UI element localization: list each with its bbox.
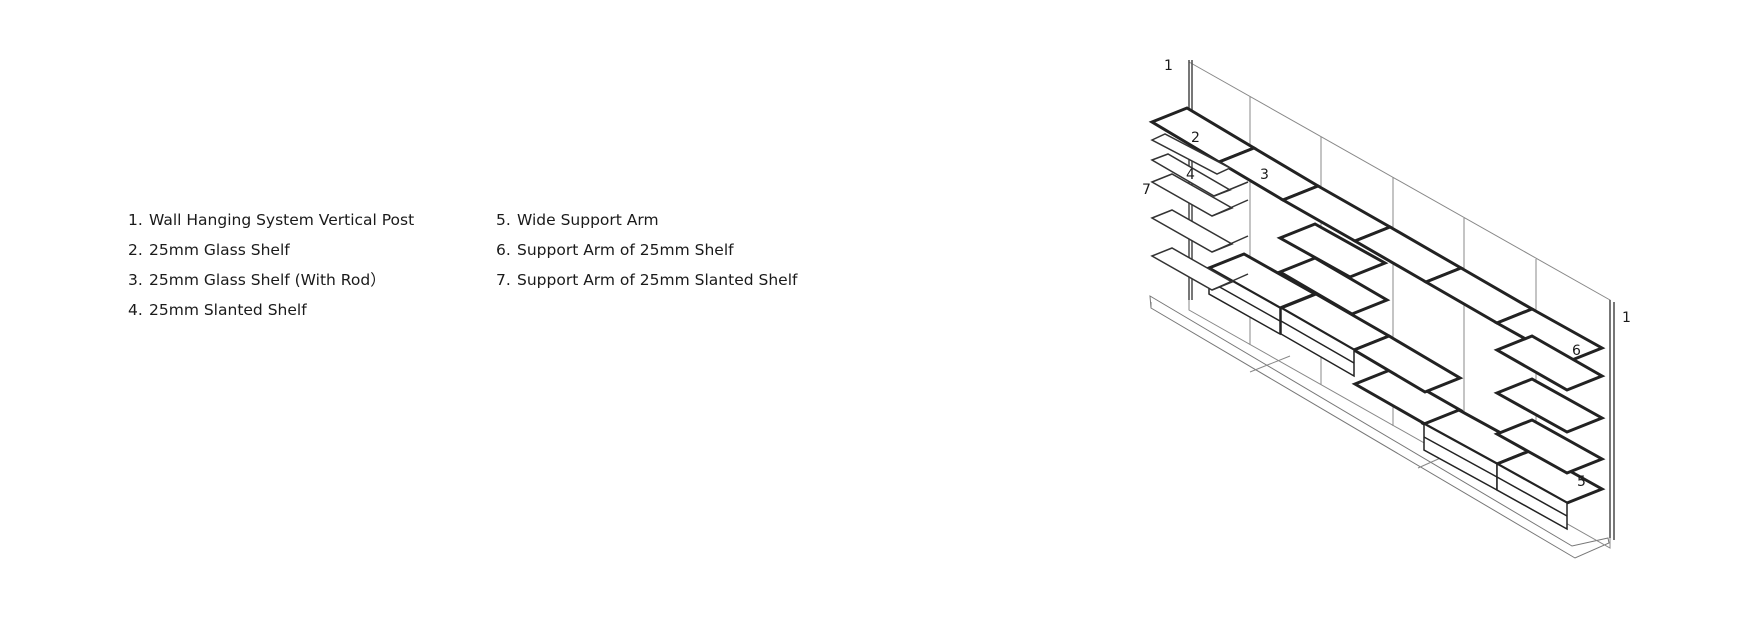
legend-left-column: 1. Wall Hanging System Vertical Post 2. 25… <box>128 207 414 327</box>
callout-glass-shelf: 2 <box>1191 130 1200 146</box>
legend-number: 3. <box>128 271 143 289</box>
callout-shelf-support-arm: 6 <box>1572 343 1581 359</box>
legend-item: 7. Support Arm of 25mm Slanted Shelf <box>496 267 797 297</box>
callout-slanted-support-arm: 7 <box>1142 182 1151 198</box>
legend-label: Support Arm of 25mm Shelf <box>517 241 734 259</box>
callout-wide-support-arm: 5 <box>1577 474 1586 490</box>
legend-item: 3. 25mm Glass Shelf (With Rod） <box>128 267 414 297</box>
legend-item: 1. Wall Hanging System Vertical Post <box>128 207 414 237</box>
legend-item: 5. Wide Support Arm <box>496 207 797 237</box>
legend-number: 7. <box>496 271 511 289</box>
callout-vertical-post: 1 <box>1164 58 1173 74</box>
legend-number: 2. <box>128 241 143 259</box>
legend-label: Wall Hanging System Vertical Post <box>149 211 415 229</box>
legend-item: 6. Support Arm of 25mm Shelf <box>496 237 797 267</box>
legend-label: Wide Support Arm <box>517 211 659 229</box>
legend-right-column: 5. Wide Support Arm 6. Support Arm of 25mm… <box>496 207 797 297</box>
slanted-shelves <box>1150 133 1249 291</box>
glass-shelves <box>1148 106 1606 505</box>
legend-item: 4. 25mm Slanted Shelf <box>128 297 414 327</box>
callout-slanted-shelf: 4 <box>1186 167 1195 183</box>
callout-glass-shelf-with-rod: 3 <box>1260 167 1269 183</box>
legend-number: 6. <box>496 241 511 259</box>
legend-item: 2. 25mm Glass Shelf <box>128 237 414 267</box>
floor-plinth <box>1149 295 1610 559</box>
callout-labels: 1 1 2 3 4 5 6 7 <box>1142 58 1631 490</box>
callout-vertical-post: 1 <box>1622 310 1631 326</box>
legend-number: 5. <box>496 211 511 229</box>
legend-label: 25mm Glass Shelf (With Rod） <box>149 271 386 289</box>
legend-label: Support Arm of 25mm Slanted Shelf <box>517 271 798 289</box>
legend-label: 25mm Slanted Shelf <box>149 301 307 319</box>
legend-number: 1. <box>128 211 143 229</box>
legend-label: 25mm Glass Shelf <box>149 241 290 259</box>
legend-number: 4. <box>128 301 143 319</box>
